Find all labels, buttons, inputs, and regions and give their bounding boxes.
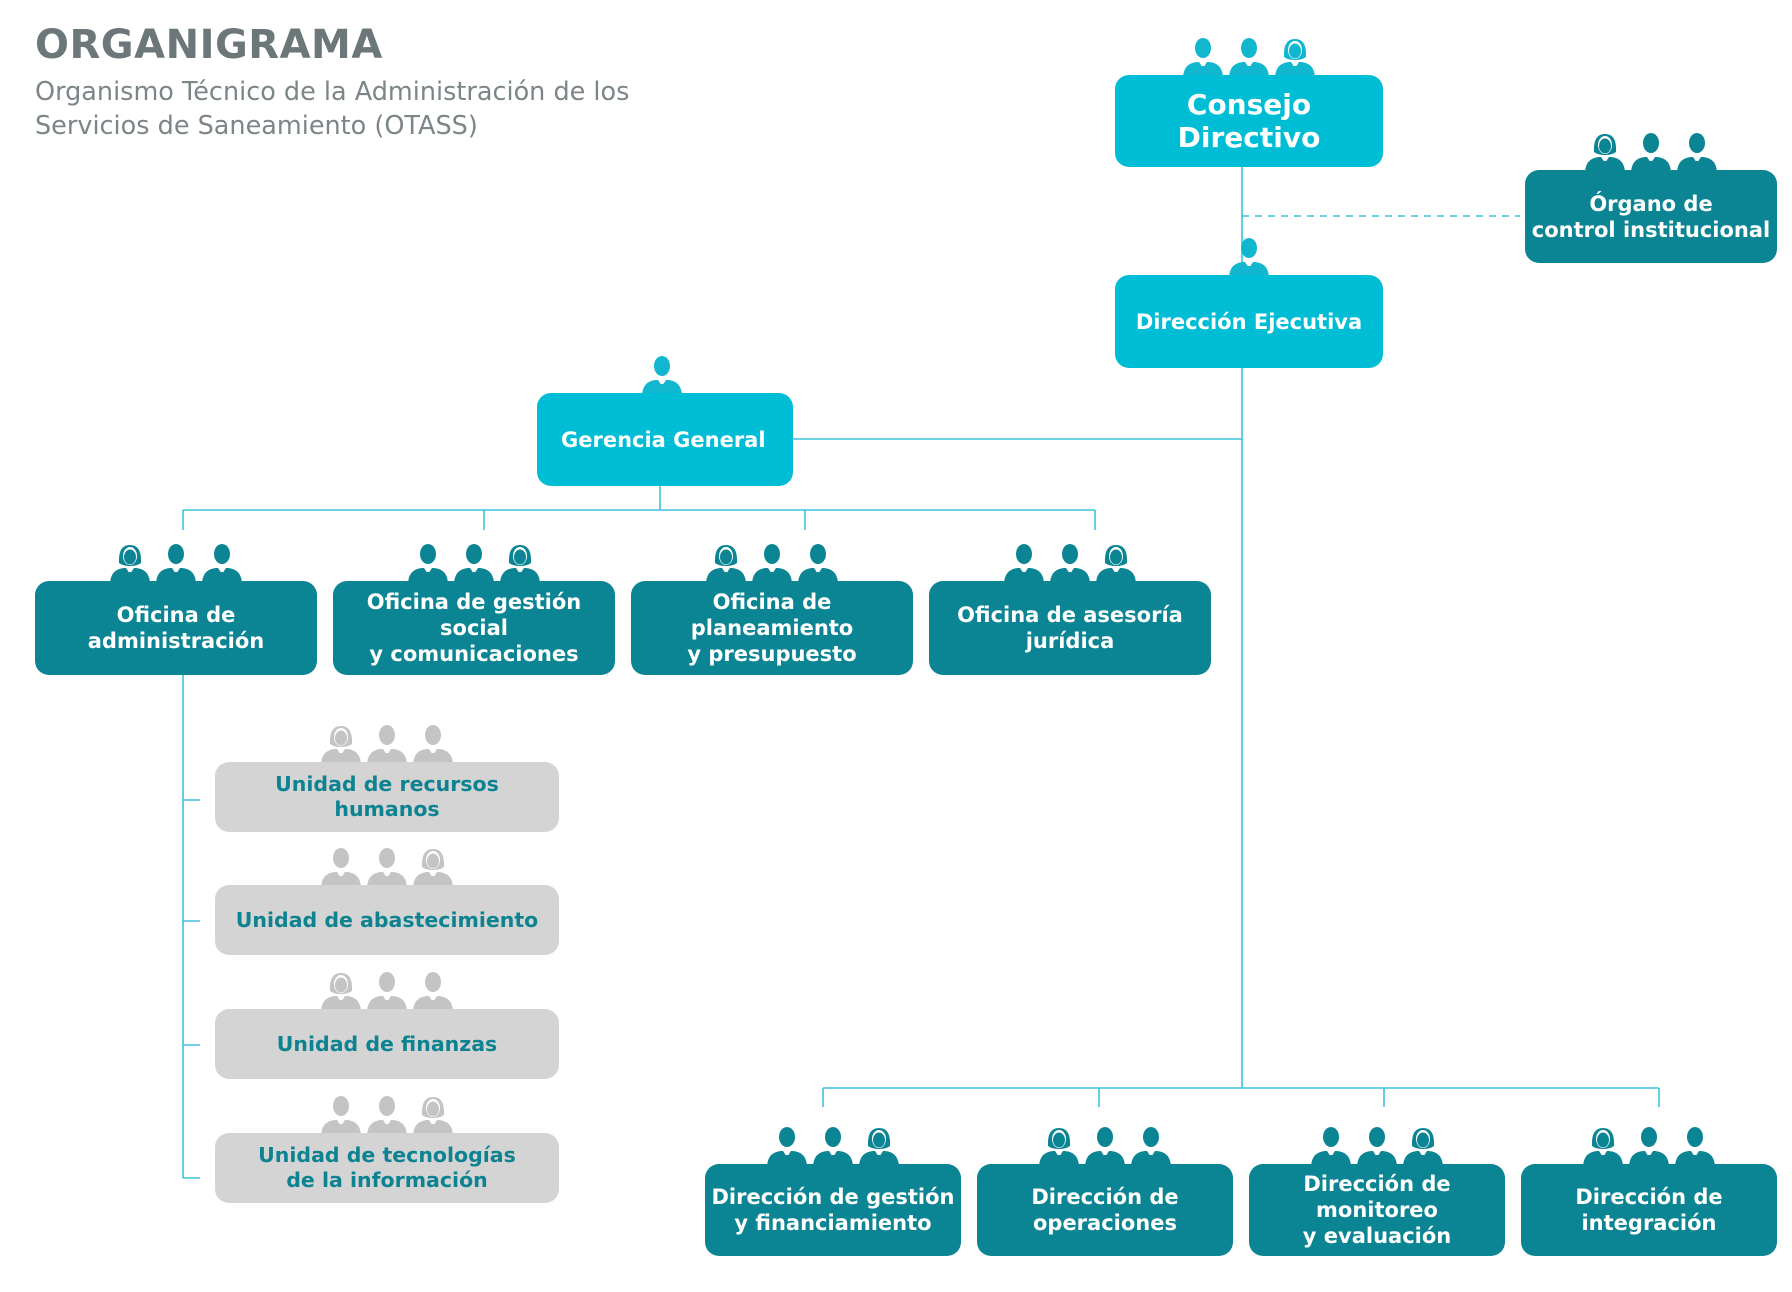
oficina-planeamiento-people <box>703 539 841 583</box>
oficina-gestion-social-label: Oficina de gestión social y comunicacion… <box>366 590 582 666</box>
male-user-icon <box>1229 38 1269 77</box>
male-user-icon <box>1629 1127 1669 1166</box>
direccion-integracion-box: Dirección de integración <box>1521 1164 1777 1256</box>
male-user-icon <box>752 544 792 583</box>
male-user-icon <box>367 1096 407 1135</box>
consejo-directivo-box: Consejo Directivo <box>1115 75 1383 167</box>
male-user-icon <box>1131 1127 1171 1166</box>
unidad-ti-people <box>318 1091 456 1135</box>
consejo-directivo-label: Consejo Directivo <box>1177 88 1321 154</box>
unidad-abastecimiento-label: Unidad de abastecimiento <box>235 907 539 932</box>
unidad-abastecimiento-box: Unidad de abastecimiento <box>215 885 559 955</box>
male-user-icon <box>367 972 407 1011</box>
female-user-icon <box>500 545 540 583</box>
oficina-planeamiento-label: Oficina de planeamiento y presupuesto <box>687 590 857 666</box>
female-user-icon <box>321 973 361 1011</box>
unidad-ti-box: Unidad de tecnologías de la información <box>215 1133 559 1203</box>
direccion-monitoreo-people <box>1308 1122 1446 1166</box>
female-user-icon <box>1583 1128 1623 1166</box>
direccion-gestion-box: Dirección de gestión y financiamiento <box>705 1164 961 1256</box>
unidad-rrhh-people <box>318 720 456 764</box>
male-user-icon <box>1311 1127 1351 1166</box>
oficina-gestion-social-people <box>405 539 543 583</box>
direccion-integracion-people <box>1580 1122 1718 1166</box>
consejo-directivo-people <box>1180 33 1318 77</box>
unidad-rrhh-box: Unidad de recursos humanos <box>215 762 559 832</box>
female-user-icon <box>413 849 453 887</box>
male-user-icon <box>813 1127 853 1166</box>
male-user-icon <box>1357 1127 1397 1166</box>
male-user-icon <box>321 1096 361 1135</box>
female-user-icon <box>1403 1128 1443 1166</box>
male-user-icon <box>1085 1127 1125 1166</box>
male-user-icon <box>767 1127 807 1166</box>
oficina-administracion-box: Oficina de administración <box>35 581 317 675</box>
unidad-finanzas-people <box>318 967 456 1011</box>
male-user-icon <box>1183 38 1223 77</box>
female-user-icon <box>1096 545 1136 583</box>
direccion-integracion-label: Dirección de integración <box>1575 1185 1723 1235</box>
page-subtitle: Organismo Técnico de la Administración d… <box>35 77 630 141</box>
male-user-icon <box>321 848 361 887</box>
female-user-icon <box>1039 1128 1079 1166</box>
unidad-finanzas-label: Unidad de finanzas <box>276 1031 498 1056</box>
female-user-icon <box>859 1128 899 1166</box>
direccion-ejecutiva-box: Dirección Ejecutiva <box>1115 275 1383 368</box>
male-user-icon <box>408 544 448 583</box>
male-user-icon <box>1677 133 1717 172</box>
male-user-icon <box>367 848 407 887</box>
male-user-icon <box>1631 133 1671 172</box>
unidad-rrhh-label: Unidad de recursos humanos <box>275 772 499 821</box>
male-user-icon <box>1050 544 1090 583</box>
female-user-icon <box>413 1097 453 1135</box>
male-user-icon <box>642 356 682 395</box>
oficina-asesoria-label: Oficina de asesoría jurídica <box>957 603 1183 653</box>
unidad-ti-label: Unidad de tecnologías de la información <box>258 1143 516 1192</box>
male-user-icon <box>1675 1127 1715 1166</box>
male-user-icon <box>367 725 407 764</box>
direccion-gestion-people <box>764 1122 902 1166</box>
oficina-administracion-label: Oficina de administración <box>87 603 265 653</box>
direccion-ejecutiva-people <box>1226 233 1272 277</box>
direccion-ejecutiva-label: Dirección Ejecutiva <box>1135 309 1363 334</box>
oficina-gestion-social-box: Oficina de gestión social y comunicacion… <box>333 581 615 675</box>
male-user-icon <box>202 544 242 583</box>
gerencia-general-box: Gerencia General <box>537 393 793 486</box>
male-user-icon <box>1004 544 1044 583</box>
male-user-icon <box>413 725 453 764</box>
female-user-icon <box>1275 39 1315 77</box>
gerencia-general-label: Gerencia General <box>561 427 766 452</box>
male-user-icon <box>798 544 838 583</box>
direccion-operaciones-box: Dirección de operaciones <box>977 1164 1233 1256</box>
oficina-asesoria-box: Oficina de asesoría jurídica <box>929 581 1211 675</box>
unidad-finanzas-box: Unidad de finanzas <box>215 1009 559 1079</box>
oficina-asesoria-people <box>1001 539 1139 583</box>
organo-control-box: Órgano de control institucional <box>1525 170 1777 263</box>
direccion-operaciones-label: Dirección de operaciones <box>1031 1185 1179 1235</box>
gerencia-general-people <box>639 351 685 395</box>
female-user-icon <box>1585 134 1625 172</box>
direccion-monitoreo-label: Dirección de monitoreo y evaluación <box>1302 1172 1452 1248</box>
male-user-icon <box>454 544 494 583</box>
unidad-abastecimiento-people <box>318 843 456 887</box>
male-user-icon <box>413 972 453 1011</box>
female-user-icon <box>706 545 746 583</box>
oficina-administracion-people <box>107 539 245 583</box>
male-user-icon <box>1229 238 1269 277</box>
direccion-monitoreo-box: Dirección de monitoreo y evaluación <box>1249 1164 1505 1256</box>
organo-control-people <box>1582 128 1720 172</box>
page-title: ORGANIGRAMA <box>35 22 383 68</box>
organo-control-label: Órgano de control institucional <box>1531 191 1771 242</box>
direccion-operaciones-people <box>1036 1122 1174 1166</box>
direccion-gestion-label: Dirección de gestión y financiamiento <box>711 1185 955 1235</box>
oficina-planeamiento-box: Oficina de planeamiento y presupuesto <box>631 581 913 675</box>
female-user-icon <box>321 726 361 764</box>
male-user-icon <box>156 544 196 583</box>
female-user-icon <box>110 545 150 583</box>
